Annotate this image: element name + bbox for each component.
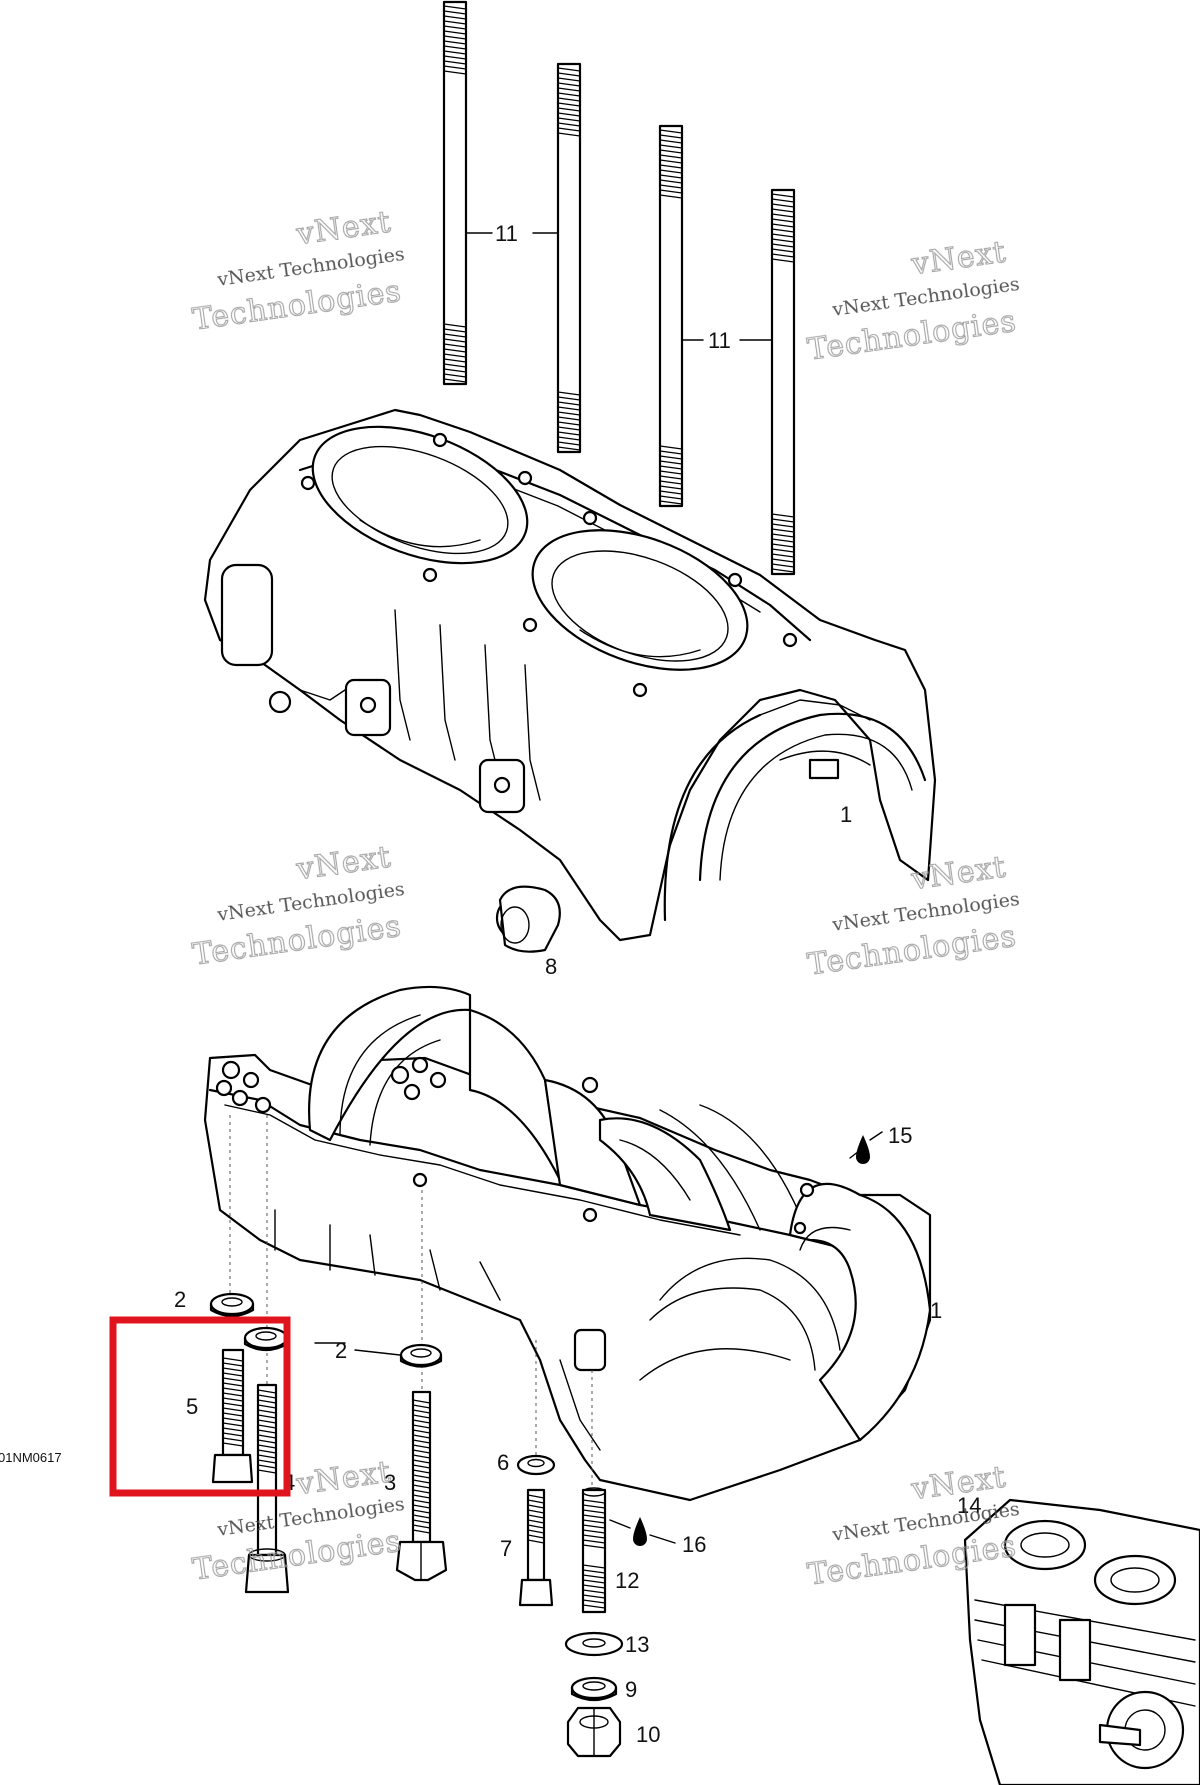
callout-10: 10 xyxy=(636,1722,660,1747)
watermark: vNext vNext Technologies Technologies xyxy=(190,204,406,338)
upper-crankcase[interactable] xyxy=(203,400,937,942)
svg-text:vNext: vNext xyxy=(294,204,394,252)
svg-text:vNext: vNext xyxy=(294,839,394,887)
callout-5: 5 xyxy=(186,1394,198,1419)
callout-2-left: 2 xyxy=(174,1287,186,1312)
bolt-5[interactable] xyxy=(211,1348,278,1497)
lower-crankcase[interactable] xyxy=(203,985,932,1520)
washer-2a[interactable] xyxy=(209,1292,255,1318)
sealant-drop-icon xyxy=(633,1517,647,1546)
leader-lines xyxy=(314,232,883,1544)
callout-1-upper: 1 xyxy=(840,802,852,827)
sealant-drop-icon xyxy=(856,1135,870,1164)
stud-2[interactable] xyxy=(556,62,582,454)
engine-assembly-thumbnail[interactable] xyxy=(963,1498,1200,1785)
cylinder-studs[interactable] xyxy=(442,0,796,576)
stud-1[interactable] xyxy=(442,0,468,386)
callout-7: 7 xyxy=(500,1536,512,1561)
washer-13[interactable] xyxy=(564,1631,624,1657)
figure-id: 01NM0617 xyxy=(0,1450,62,1465)
plug[interactable] xyxy=(495,885,561,953)
callout-11-left: 11 xyxy=(495,221,518,246)
bolt-4[interactable] xyxy=(244,1493,290,1594)
callout-8: 8 xyxy=(545,954,557,979)
bolt-7[interactable] xyxy=(518,1488,554,1607)
washer-2c[interactable] xyxy=(399,1343,443,1368)
svg-text:vNext: vNext xyxy=(294,1454,394,1502)
watermark: vNext vNext Technologies Technologies xyxy=(805,849,1021,983)
callout-11-right: 11 xyxy=(708,328,731,353)
callout-16: 16 xyxy=(682,1532,706,1557)
callout-2-right: 2 xyxy=(335,1338,347,1363)
highlight-box xyxy=(109,1316,291,1497)
callout-6: 6 xyxy=(497,1450,509,1475)
callout-13: 13 xyxy=(625,1632,649,1657)
stud-3[interactable] xyxy=(658,124,684,508)
callout-1-lower: 1 xyxy=(930,1298,942,1323)
washer-2b[interactable] xyxy=(243,1326,289,1352)
fasteners[interactable] xyxy=(209,1292,624,1758)
svg-text:vNext: vNext xyxy=(909,1459,1009,1507)
stud-4[interactable] xyxy=(770,188,796,576)
callout-3: 3 xyxy=(384,1470,396,1495)
callout-labels: 11 11 1 8 15 1 2 2 5 4 3 6 7 12 16 13 9 … xyxy=(0,221,981,1747)
callout-14: 14 xyxy=(957,1493,981,1518)
callout-12: 12 xyxy=(615,1568,639,1593)
svg-text:vNext: vNext xyxy=(909,234,1009,282)
nut-10[interactable] xyxy=(566,1706,622,1758)
watermark: vNext vNext Technologies Technologies xyxy=(805,234,1021,368)
lock-washer-9[interactable] xyxy=(570,1676,618,1702)
callout-9: 9 xyxy=(625,1677,637,1702)
callout-15: 15 xyxy=(888,1123,912,1148)
washer-6[interactable] xyxy=(516,1454,556,1476)
stud-threads xyxy=(443,5,795,573)
fastener-threads xyxy=(222,1357,606,1609)
watermark: vNext vNext Technologies Technologies xyxy=(190,839,406,973)
